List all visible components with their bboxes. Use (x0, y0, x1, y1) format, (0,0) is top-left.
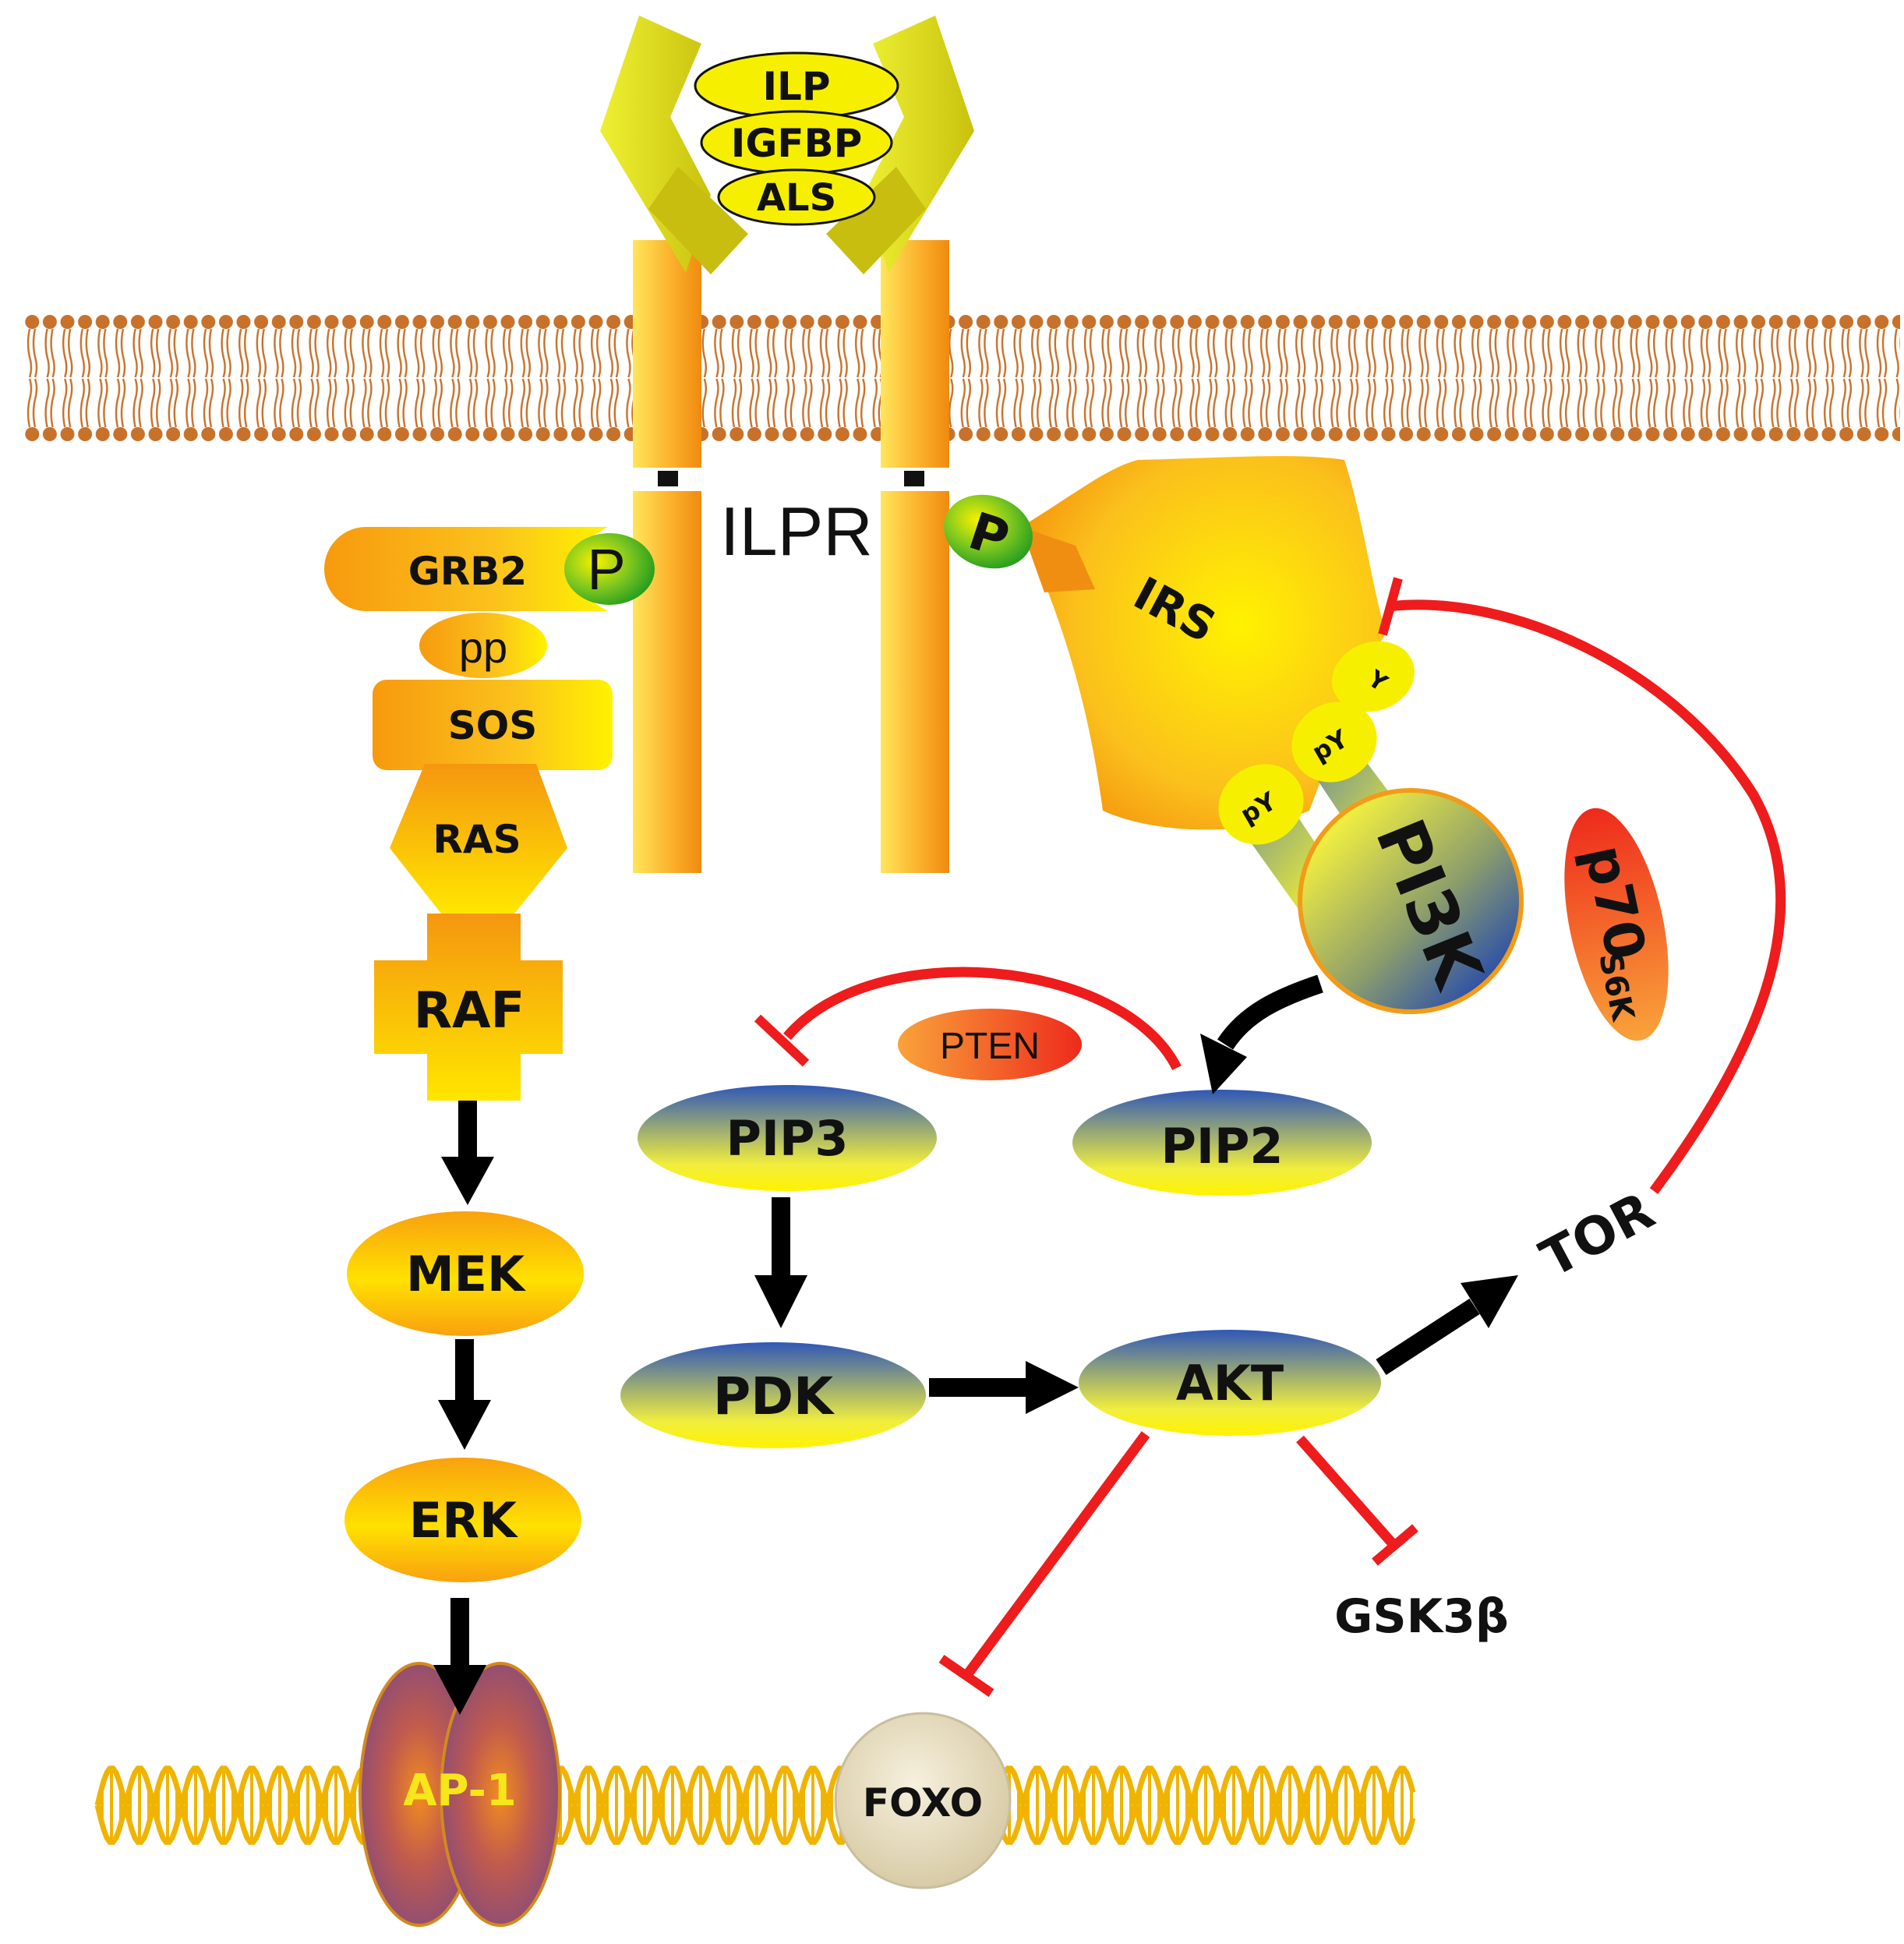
inhibition-links (754, 577, 1786, 1697)
inhibit-tor-irs (1378, 577, 1786, 1194)
inhibit-akt-foxo (938, 1431, 1150, 1697)
als-ellipse (717, 168, 876, 226)
pten-node: PTEN (898, 1009, 1082, 1080)
mek-node: MEK (347, 1211, 584, 1336)
akt-label: AKT (1176, 1355, 1284, 1412)
inhibit-akt-gsk3b (1296, 1435, 1418, 1566)
arrow-raf-to-mek (441, 1101, 494, 1205)
mek-label: MEK (406, 1246, 526, 1302)
tor-label: TOR (1531, 1180, 1663, 1288)
raf-node: RAF (374, 914, 563, 1101)
als-label: ALS (757, 176, 836, 220)
ilpr-label: ILPR (720, 493, 873, 570)
pten-label: PTEN (940, 1026, 1040, 1067)
ilpr-receptor (633, 240, 949, 873)
arrow-akt-to-tor (1376, 1275, 1518, 1376)
phospho-right: P (944, 494, 1033, 570)
erk-label: ERK (409, 1492, 518, 1549)
arrow-erk-to-ap1 (433, 1598, 486, 1715)
ilp-label: ILP (762, 64, 830, 109)
arrow-pip3-to-pdk (754, 1197, 807, 1328)
dna-strand (94, 1766, 1416, 1845)
sos-node: SOS (373, 680, 613, 770)
pp-label: pp (459, 623, 507, 672)
ras-node: RAS (390, 764, 567, 914)
gsk3b-label: GSK3β (1334, 1589, 1509, 1644)
pip3-label: PIP3 (726, 1110, 848, 1167)
phospho-left-label: P (587, 537, 625, 602)
foxo-node: FOXO (834, 1712, 1012, 1889)
p70s6k-node: p70 S6K (1564, 808, 1669, 1041)
pip2-node: PIP2 (1072, 1090, 1372, 1196)
receptor-ligand-binding-domain (600, 16, 974, 274)
foxo-label: FOXO (863, 1780, 983, 1826)
py-site-lower: pY (1218, 764, 1304, 845)
ap1-node: AP-1 (359, 1662, 561, 1927)
inhibit-pten-pip3 (754, 967, 1182, 1070)
grb2-node: GRB2 (324, 527, 608, 611)
py-site-upper: pY (1291, 702, 1377, 783)
pdk-label: PDK (713, 1366, 835, 1426)
pip2-label: PIP2 (1160, 1118, 1283, 1175)
ras-label: RAS (433, 817, 521, 862)
cell-membrane (22, 312, 1900, 444)
phospho-left: P (564, 533, 655, 605)
grb2-label: GRB2 (408, 549, 527, 594)
arrow-mek-to-erk (438, 1339, 491, 1450)
erk-node: ERK (344, 1458, 581, 1582)
arrow-pi3k-to-pip2 (1200, 974, 1323, 1094)
y-site: Y (1332, 641, 1415, 712)
pip3-node: PIP3 (638, 1085, 937, 1191)
igfbp-label: IGFBP (731, 121, 863, 166)
ligand-complex: ILP IGFBP ALS (694, 51, 899, 226)
pp-node: pp (419, 613, 547, 678)
akt-node: AKT (1079, 1330, 1381, 1436)
pi3k-node: PI3K (1298, 788, 1524, 1014)
ap1-label: AP-1 (403, 1766, 517, 1816)
raf-label: RAF (414, 982, 525, 1040)
arrow-pdk-to-akt (929, 1361, 1079, 1414)
pdk-node: PDK (620, 1342, 926, 1448)
sos-label: SOS (448, 703, 538, 748)
activation-arrows (433, 974, 1518, 1715)
